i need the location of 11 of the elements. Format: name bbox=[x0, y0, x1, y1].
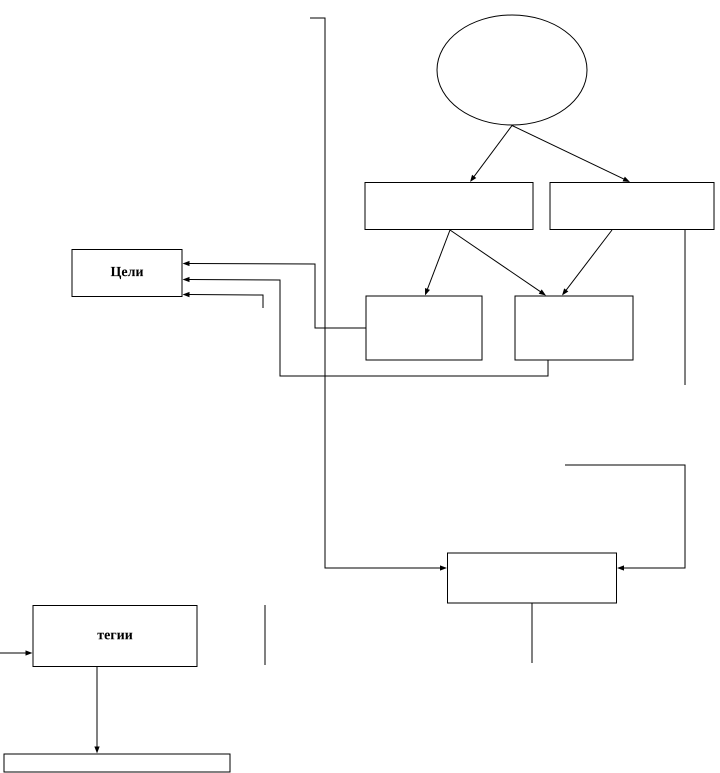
process-box bbox=[514, 296, 634, 360]
process-box bbox=[366, 296, 482, 360]
process-box: Цели bbox=[72, 249, 182, 297]
process-box bbox=[4, 754, 230, 772]
process-box bbox=[447, 552, 617, 604]
process-box bbox=[550, 182, 714, 230]
process-box bbox=[364, 182, 534, 230]
connector-line bbox=[684, 230, 686, 386]
process-box: тегии bbox=[32, 605, 198, 667]
oval-node bbox=[436, 14, 588, 126]
arrow bbox=[564, 464, 686, 571]
